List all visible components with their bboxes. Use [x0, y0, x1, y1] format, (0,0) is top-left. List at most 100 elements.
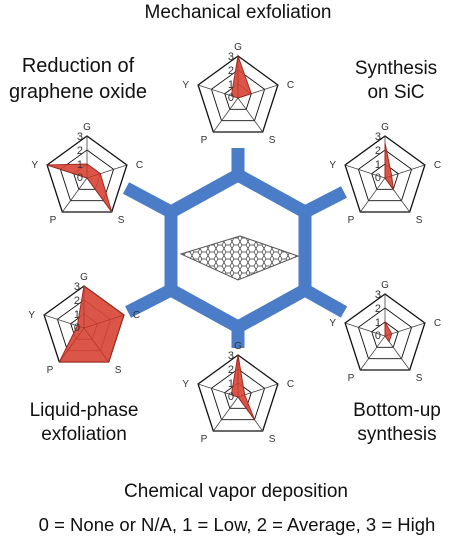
- radar-axis-letter-p: P: [201, 434, 208, 445]
- arm-bottom-right: [301, 284, 348, 318]
- radar-axis-letter-s: S: [416, 373, 423, 384]
- radar-facet-line: [77, 325, 85, 329]
- radar-facet-line: [231, 95, 239, 99]
- radar-grid-ring: [357, 307, 413, 360]
- radar-axis-letter-c: C: [287, 379, 294, 390]
- radar-tick-label: 2: [375, 145, 381, 157]
- radar-grid-ring: [210, 368, 266, 421]
- radar-axis-letter-p: P: [47, 365, 54, 376]
- radar-axis-letter-c: C: [136, 160, 143, 171]
- radar-tick-label: 0: [375, 330, 381, 342]
- radar-axis-letter-c: C: [287, 80, 294, 91]
- radar-tick-label: 2: [228, 65, 234, 77]
- method-label-bottom_up: Bottom-up: [353, 400, 441, 421]
- radar-tick-label: 3: [77, 131, 83, 143]
- radar-axis-letter-c: C: [133, 310, 140, 321]
- radar-data-area: [58, 285, 125, 363]
- radar-axis-letter-c: C: [434, 160, 441, 171]
- method-label-sic: on SiC: [367, 82, 424, 103]
- radar-axis-letter-g: G: [381, 280, 389, 291]
- radar-grid-ring: [344, 293, 426, 371]
- radar-axis-letter-g: G: [381, 122, 389, 133]
- radar-grid-ring: [224, 382, 252, 409]
- radar-axis-letter-y: Y: [28, 310, 35, 321]
- radar-facet-line: [384, 175, 392, 179]
- radar-tick-label: 1: [375, 317, 381, 329]
- method-label-sic: Synthesis: [355, 58, 437, 79]
- radar-tick-label: 2: [228, 364, 234, 376]
- radar-axis-letter-s: S: [118, 215, 125, 226]
- radar-grid-ring: [197, 354, 279, 432]
- radar-tick-label: 0: [74, 322, 80, 334]
- radar-axis-letter-y: Y: [182, 80, 189, 91]
- method-label-cvd: Chemical vapor deposition: [124, 481, 348, 502]
- radar-grid-ring: [357, 149, 413, 202]
- radar-facet-line: [237, 93, 252, 99]
- radar-axis-letter-y: Y: [329, 160, 336, 171]
- radar-spoke: [61, 177, 88, 213]
- radar-grid-ring: [371, 163, 399, 190]
- radar-axis-letter-y: Y: [182, 379, 189, 390]
- radar-tick-label: 0: [375, 172, 381, 184]
- radar-axis-letter-s: S: [269, 434, 276, 445]
- radar-tick-label: 1: [375, 159, 381, 171]
- radar-tick-label: 0: [228, 391, 234, 403]
- radar-axis-letter-p: P: [348, 215, 355, 226]
- radar-axis-letter-s: S: [416, 215, 423, 226]
- radar-spoke: [359, 177, 386, 213]
- radar-tick-label: 0: [77, 172, 83, 184]
- radar-facet-line: [47, 164, 88, 179]
- radar-axis-letter-g: G: [234, 42, 242, 53]
- radar-tick-label: 3: [74, 281, 80, 293]
- radar-grid-ring: [371, 321, 399, 348]
- radar-tick-label: 2: [77, 145, 83, 157]
- radar-tick-label: 0: [228, 92, 234, 104]
- radar-tick-label: 1: [74, 309, 80, 321]
- radar-facet-line: [86, 177, 112, 213]
- radar-grid-ring: [344, 135, 426, 213]
- radar-facet-line: [384, 333, 392, 337]
- radar-facet-line: [237, 396, 255, 420]
- radar-spoke: [344, 322, 386, 337]
- radar-facet-line: [59, 327, 85, 363]
- arm-top-left: [122, 182, 175, 218]
- radar-axis-letter-c: C: [434, 318, 441, 329]
- method-label-bottom_up: synthesis: [357, 424, 436, 445]
- graphene-sheet-image: [179, 235, 300, 281]
- radar-tick-label: 3: [228, 51, 234, 63]
- radar-data-area: [384, 142, 394, 192]
- arm-bottom-left: [125, 284, 174, 318]
- radar-axis-letter-p: P: [348, 373, 355, 384]
- radar-axis-letter-s: S: [269, 135, 276, 146]
- method-label-liquid_phase: Liquid-phase: [30, 400, 139, 421]
- radar-tick-label: 2: [375, 303, 381, 315]
- radar-tick-label: 1: [77, 159, 83, 171]
- radar-facet-line: [237, 394, 245, 398]
- radar-tick-label: 1: [228, 79, 234, 91]
- radar-facet-line: [83, 327, 109, 363]
- radar-mechanical: 3 2 10 G C S P Y: [182, 42, 294, 146]
- radar-tick-label: 2: [74, 295, 80, 307]
- method-label-rgo: Reduction of: [22, 55, 135, 77]
- radar-spoke: [359, 335, 386, 371]
- radar-facet-line: [86, 173, 101, 179]
- radar-facet-line: [384, 335, 390, 342]
- score-legend: 0 = None or N/A, 1 = Low, 2 = Average, 3…: [39, 514, 436, 535]
- radar-axis-letter-g: G: [80, 272, 88, 283]
- radar-spoke: [212, 396, 239, 432]
- method-label-liquid_phase: exfoliation: [41, 424, 127, 445]
- radar-tick-label: 3: [228, 350, 234, 362]
- radar-facet-line: [384, 177, 394, 190]
- radar-facet-line: [231, 394, 239, 398]
- arm-top-right: [302, 186, 347, 218]
- radar-axis-letter-p: P: [201, 135, 208, 146]
- radar-grid-ring: [210, 69, 266, 122]
- radar-spoke: [237, 97, 264, 133]
